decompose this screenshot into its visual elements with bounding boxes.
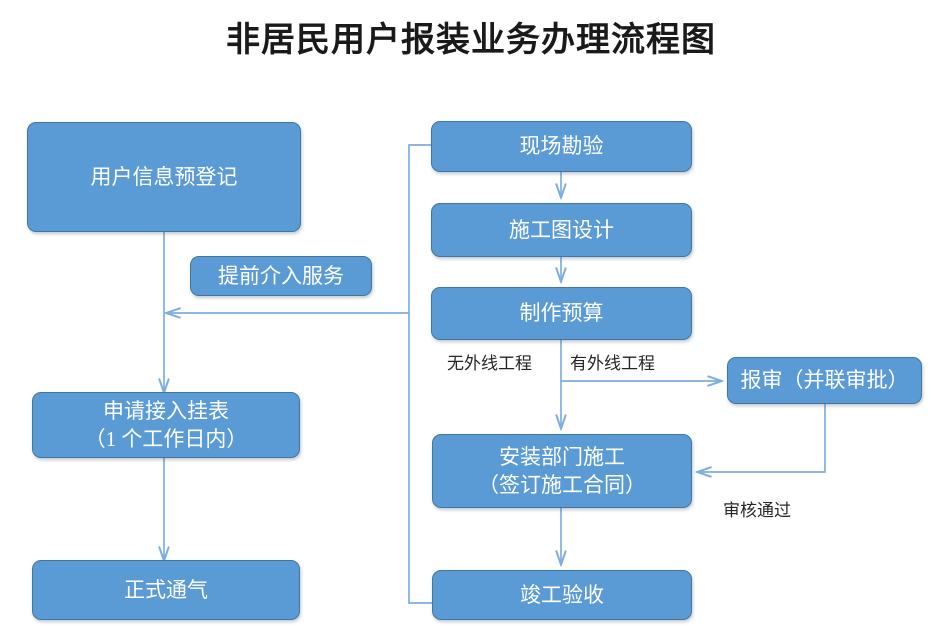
edge-label-review-passed: 审核通过 xyxy=(723,501,791,520)
node-construction-drawing[interactable]: 施工图设计 xyxy=(431,203,692,257)
node-budget[interactable]: 制作预算 xyxy=(431,287,692,340)
node-install-dept[interactable]: 安装部门施工 （签订施工合同） xyxy=(432,434,692,508)
edge-right-spine xyxy=(408,144,432,604)
edge-label-no-external: 无外线工程 xyxy=(447,354,532,373)
node-review-approval[interactable]: 报审（并联审批） xyxy=(727,357,922,404)
node-pre-register[interactable]: 用户信息预登记 xyxy=(27,122,301,232)
page-title: 非居民用户报装业务办理流程图 xyxy=(226,22,716,59)
node-completion-check[interactable]: 竣工验收 xyxy=(432,570,692,620)
node-formal-gas[interactable]: 正式通气 xyxy=(32,560,300,620)
edge-label-has-external: 有外线工程 xyxy=(570,354,655,373)
edge-review-to-install xyxy=(698,404,826,472)
node-apply-meter[interactable]: 申请接入挂表 （1 个工作日内） xyxy=(32,392,300,458)
node-early-service[interactable]: 提前介入服务 xyxy=(190,256,372,296)
node-site-survey[interactable]: 现场勘验 xyxy=(431,121,692,172)
